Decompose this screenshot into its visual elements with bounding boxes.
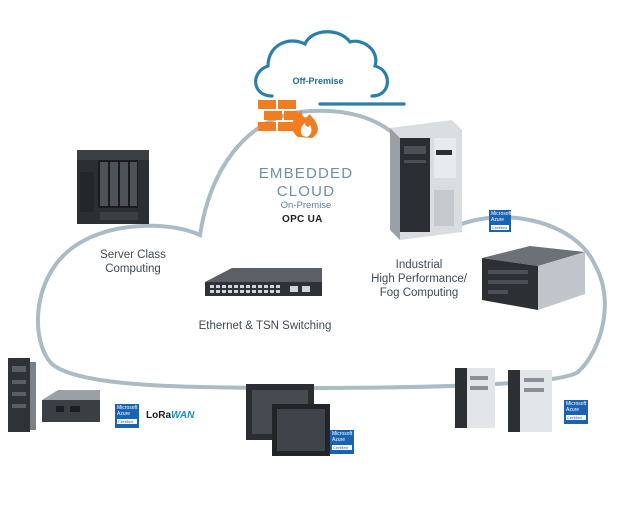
- badge-line3: Certified: [491, 225, 509, 230]
- badge-line1: Microsoft: [491, 211, 512, 217]
- subtitle-on-premise: On-Premise: [280, 200, 332, 211]
- label-industrial-line3: Fog Computing: [379, 287, 459, 299]
- server-tower-icon: [77, 150, 149, 224]
- panel-pc-icon: [246, 384, 330, 456]
- azure-certified-badge: Microsoft Azure Certified: [564, 400, 588, 424]
- din-rail-pc-icon: [455, 368, 552, 432]
- azure-certified-badge: Microsoft Azure Certified: [115, 404, 139, 428]
- badge-line3: Certified: [566, 415, 586, 420]
- opc-ua-logo: OPC UA: [282, 214, 323, 225]
- azure-certified-badge: Microsoft Azure Certified: [330, 430, 354, 454]
- badge-line1: Microsoft: [117, 405, 138, 411]
- badge-line1: Microsoft: [332, 431, 353, 437]
- off-premise-cloud-outline: [254, 30, 389, 98]
- firewall-icon: [258, 100, 318, 138]
- lorawan-suffix: WAN: [171, 410, 195, 421]
- rack-server-icon: [482, 246, 585, 310]
- badge-line1: Microsoft: [566, 401, 587, 407]
- title-cloud: CLOUD: [276, 183, 336, 200]
- badge-line2: Azure: [566, 406, 580, 413]
- label-server-line1: Server Class: [100, 249, 166, 261]
- label-industrial-line1: Industrial: [395, 259, 443, 271]
- badge-line3: Certified: [117, 419, 137, 424]
- lorawan-prefix: LoRa: [146, 410, 171, 421]
- title-embedded: EMBEDDED: [258, 165, 354, 182]
- network-switch-icon: [205, 268, 322, 296]
- badge-line3: Certified: [332, 445, 352, 450]
- badge-line2: Azure: [117, 410, 131, 417]
- off-premise-label: Off-Premise: [292, 76, 344, 86]
- label-server-line2: Computing: [105, 263, 161, 275]
- badge-line2: Azure: [332, 436, 346, 443]
- lorawan-logo: LoRaWAN: [146, 410, 194, 421]
- box-pc-fanless-icon: [42, 390, 100, 422]
- azure-certified-badge: Microsoft Azure Certified: [489, 210, 511, 232]
- badge-line2: Azure: [491, 216, 505, 223]
- box-pc-vertical-icon: [8, 358, 36, 432]
- label-industrial-line2: High Performance/: [371, 273, 467, 285]
- label-switching: Ethernet & TSN Switching: [198, 320, 332, 332]
- industrial-tower-pc-icon: [390, 120, 462, 240]
